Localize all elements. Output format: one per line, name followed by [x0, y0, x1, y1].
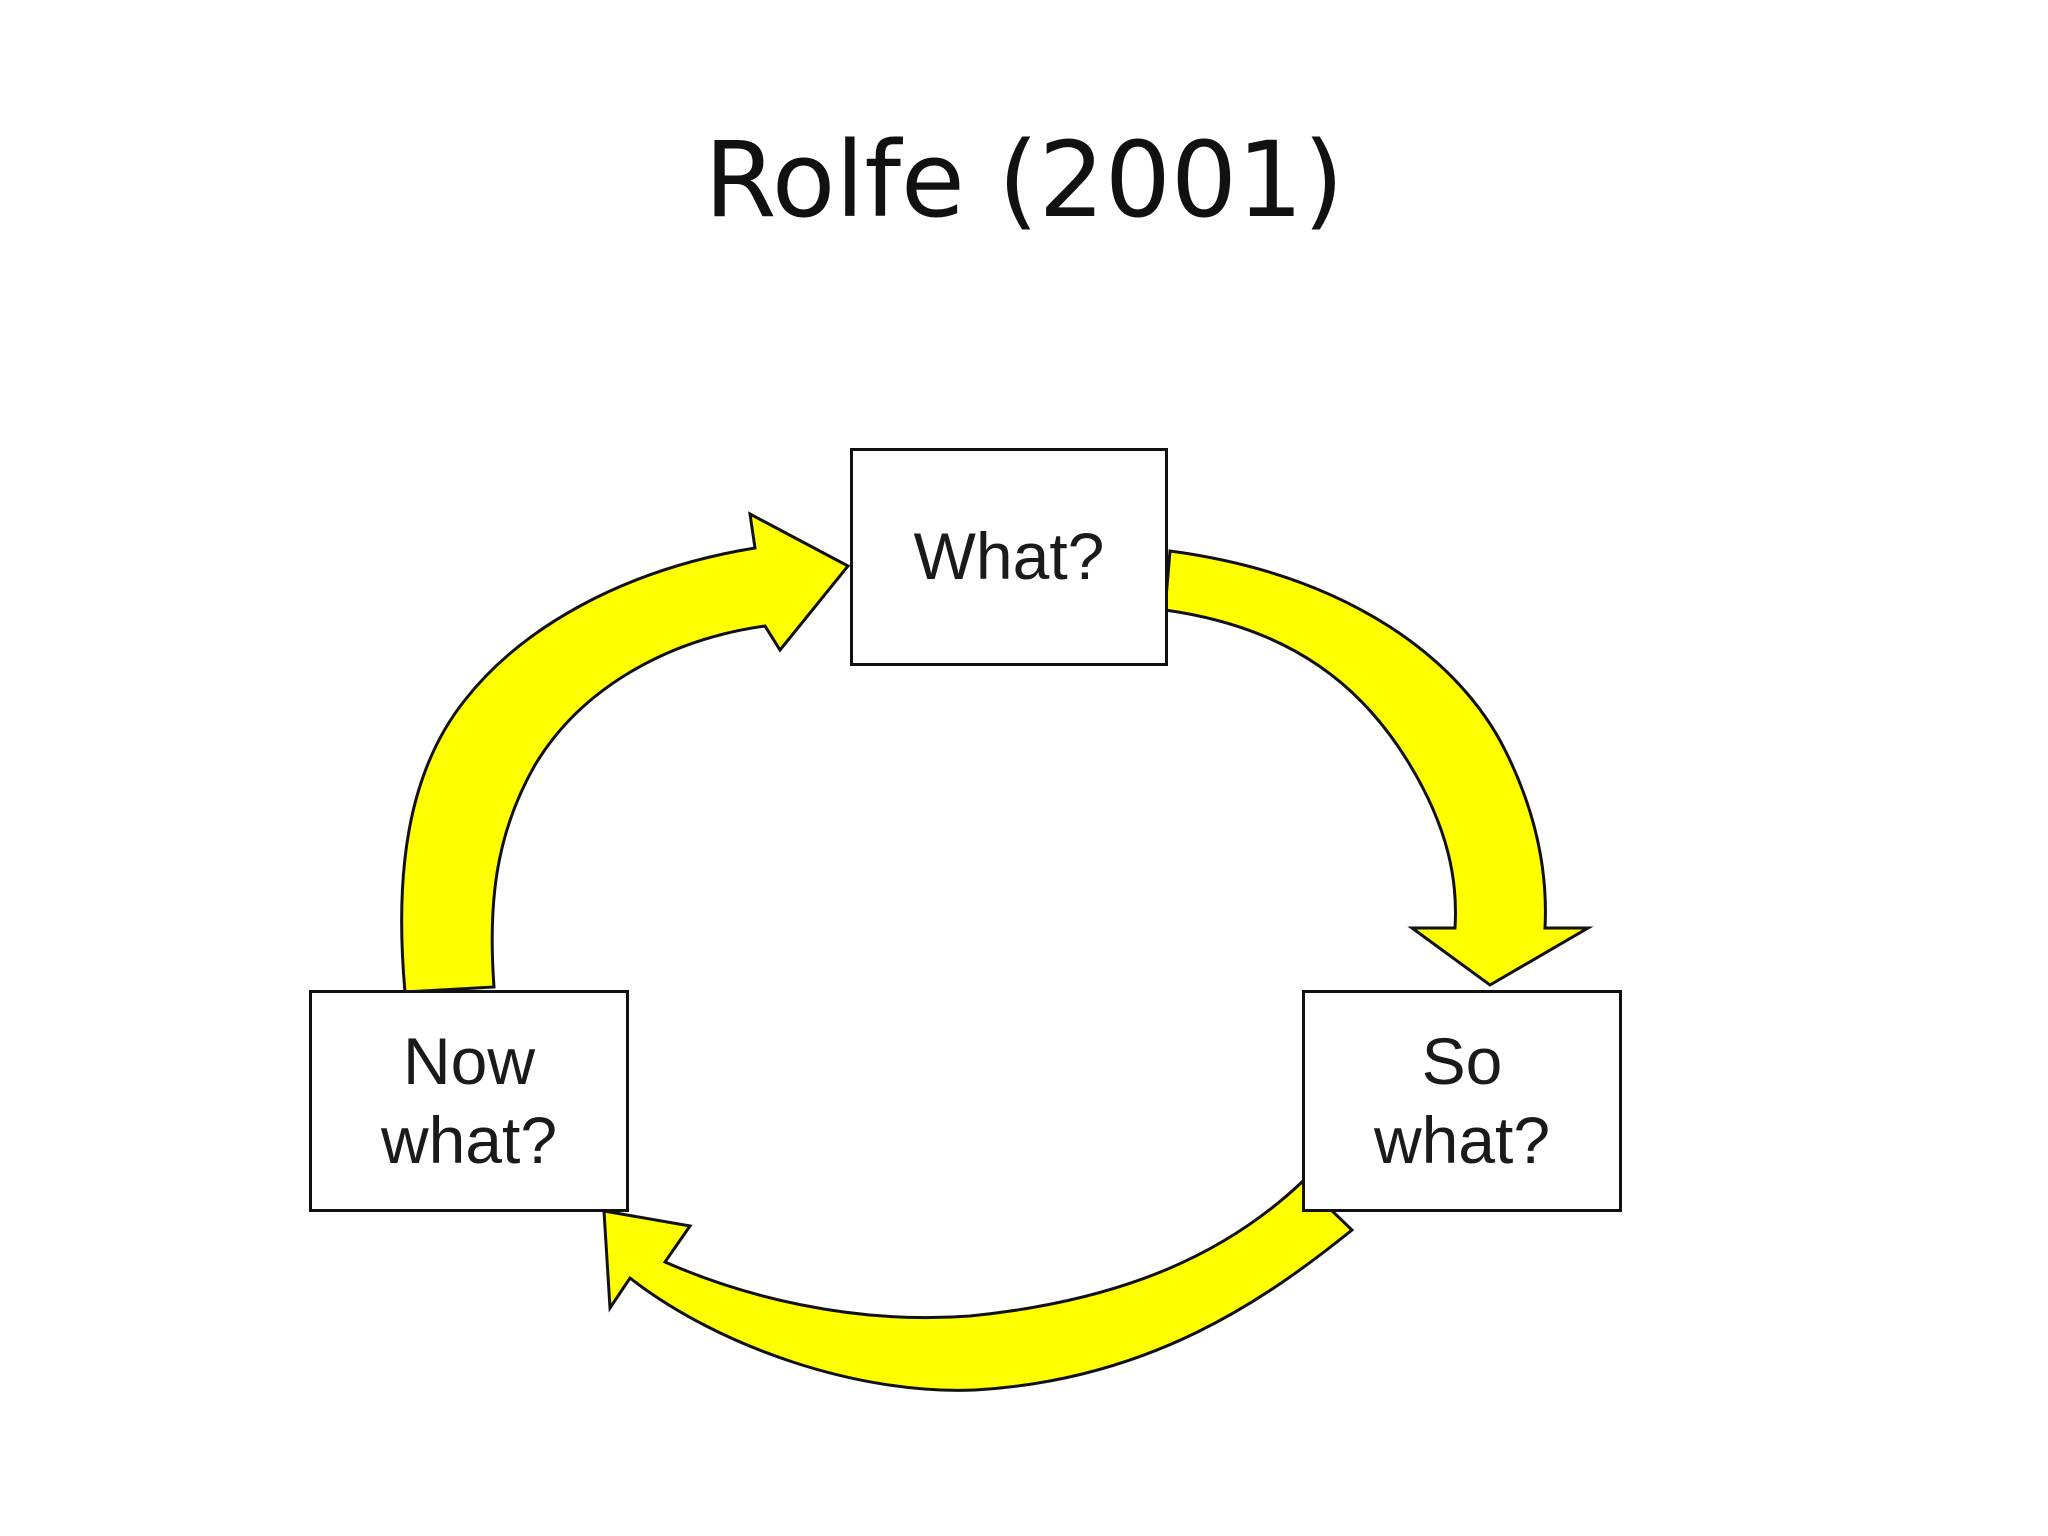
- node-now-what: Now what?: [309, 990, 629, 1212]
- arrow-sowhat-to-nowwhat: [602, 1179, 1355, 1392]
- node-now-what-line-1: Now: [402, 1023, 536, 1098]
- node-so-what-line-1: So: [1421, 1023, 1503, 1098]
- arrow-nowwhat-to-what: [400, 511, 851, 994]
- node-what: What?: [850, 448, 1168, 666]
- node-what-label: What?: [913, 519, 1105, 594]
- node-so-what-line-2: what?: [1373, 1103, 1551, 1177]
- arrow-what-to-sowhat: [1163, 549, 1594, 987]
- slide-title: Rolfe (2001): [704, 119, 1344, 241]
- node-now-what-line-2: what?: [380, 1103, 558, 1177]
- node-so-what: So what?: [1302, 990, 1622, 1212]
